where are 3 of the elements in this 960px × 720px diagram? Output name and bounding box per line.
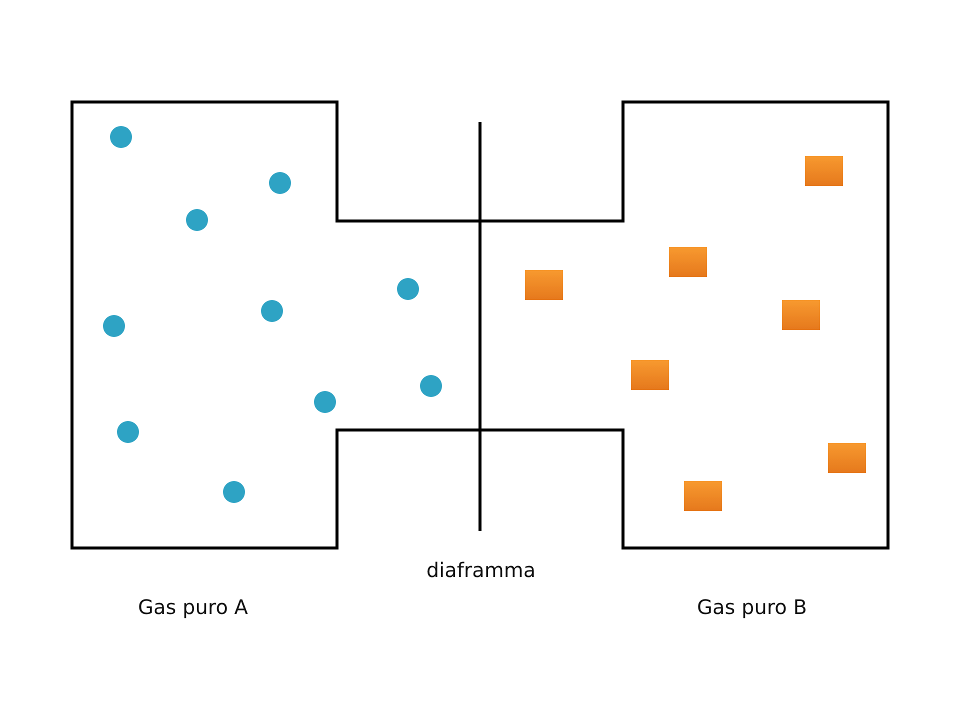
label-text: Gas puro A [138,595,248,619]
label-text: Gas puro B [697,595,807,619]
label-text: diaframma [426,558,536,582]
